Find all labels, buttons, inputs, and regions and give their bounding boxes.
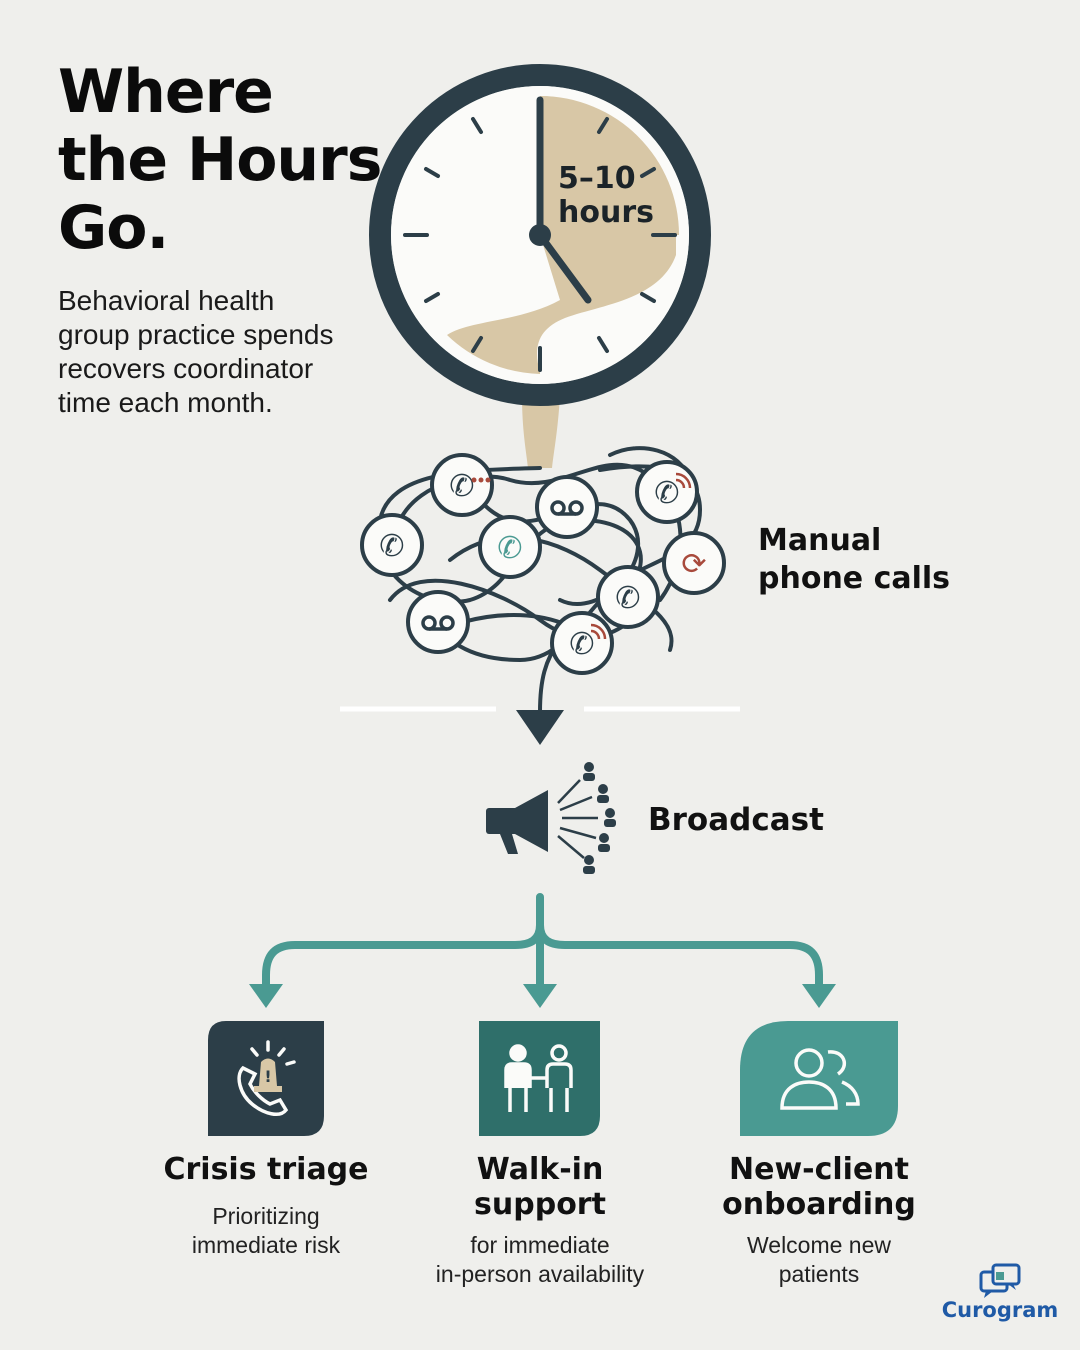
svg-text:!: ! xyxy=(264,1067,271,1086)
clock-icon xyxy=(369,64,711,468)
outcome-title-line: Crisis triage xyxy=(163,1152,369,1187)
voicemail-icon xyxy=(535,475,599,539)
branch-arrows xyxy=(262,893,823,994)
outcome-title-line: Walk-in xyxy=(476,1152,604,1187)
outcome-desc-line: Prioritizing xyxy=(212,1203,320,1229)
phone-ringing-icon xyxy=(550,611,614,675)
svg-text:✆: ✆ xyxy=(569,627,594,662)
people-handshake-icon xyxy=(504,1044,573,1112)
outcome-title-line: support xyxy=(474,1187,606,1222)
title-line: Where xyxy=(58,57,274,127)
phone-icon xyxy=(596,565,660,629)
chat-bubbles-icon xyxy=(979,1263,1021,1298)
manual-calls-line: phone calls xyxy=(758,561,951,596)
svg-text:✆: ✆ xyxy=(379,529,404,564)
branch-arrowheads xyxy=(249,984,836,1008)
outcome-desc-crisis: Prioritizing immediate risk xyxy=(146,1202,386,1260)
broadcast-label: Broadcast xyxy=(648,802,824,838)
svg-text:⟳: ⟳ xyxy=(681,547,706,582)
page-title: Where the Hours Go. xyxy=(58,57,382,263)
phone-icon xyxy=(430,453,494,517)
phone-call-bubbles: ✆ ✆ ✆ ✆ ✆ ✆ ⟳ xyxy=(360,453,726,675)
phone-icon xyxy=(360,513,424,577)
refresh-icon xyxy=(662,531,726,595)
divider xyxy=(340,706,740,745)
users-icon xyxy=(780,1048,860,1110)
subtitle-line: Behavioral health xyxy=(58,285,275,316)
outcome-title-line: New-client xyxy=(728,1152,909,1187)
outcome-tiles: ! xyxy=(208,1021,898,1136)
clock-hours-label: 5–10 hours xyxy=(558,162,654,230)
svg-text:✆: ✆ xyxy=(615,581,640,616)
outcome-title-crisis: Crisis triage xyxy=(146,1152,386,1187)
title-line: the Hours xyxy=(58,125,382,195)
brand-name: Curogram xyxy=(941,1298,1059,1322)
phone-ringing-icon xyxy=(635,460,699,524)
outcome-title-onboarding: New-client onboarding xyxy=(699,1152,939,1222)
clock-label-line: 5–10 xyxy=(558,161,636,196)
outcome-desc-line: in-person availability xyxy=(435,1261,645,1287)
outcome-desc-line: patients xyxy=(778,1261,860,1287)
svg-text:✆: ✆ xyxy=(497,531,522,566)
voicemail-icon xyxy=(406,590,470,654)
manual-calls-label: Manual phone calls xyxy=(758,522,950,598)
manual-calls-line: Manual xyxy=(758,523,882,558)
subtitle-line: group practice spends xyxy=(58,319,334,350)
outcome-title-walkin: Walk-in support xyxy=(410,1152,670,1222)
page-subtitle: Behavioral health group practice spends … xyxy=(58,284,378,420)
outcome-desc-walkin: for immediate in-person availability xyxy=(400,1231,680,1289)
outcome-desc-line: immediate risk xyxy=(191,1232,341,1258)
clock-label-line: hours xyxy=(558,195,654,230)
megaphone-icon xyxy=(486,762,616,874)
outcome-desc-onboarding: Welcome new patients xyxy=(699,1231,939,1289)
outcome-desc-line: for immediate xyxy=(470,1232,610,1258)
svg-text:✆: ✆ xyxy=(449,469,474,504)
outcome-desc-line: Welcome new xyxy=(746,1232,892,1258)
down-arrow-icon xyxy=(516,710,564,745)
title-line: Go. xyxy=(58,193,169,263)
svg-text:✆: ✆ xyxy=(654,476,679,511)
subtitle-line: time each month. xyxy=(58,387,273,418)
outcome-title-line: onboarding xyxy=(722,1187,916,1222)
phone-icon xyxy=(478,515,542,579)
subtitle-line: recovers coordinator xyxy=(58,353,314,384)
